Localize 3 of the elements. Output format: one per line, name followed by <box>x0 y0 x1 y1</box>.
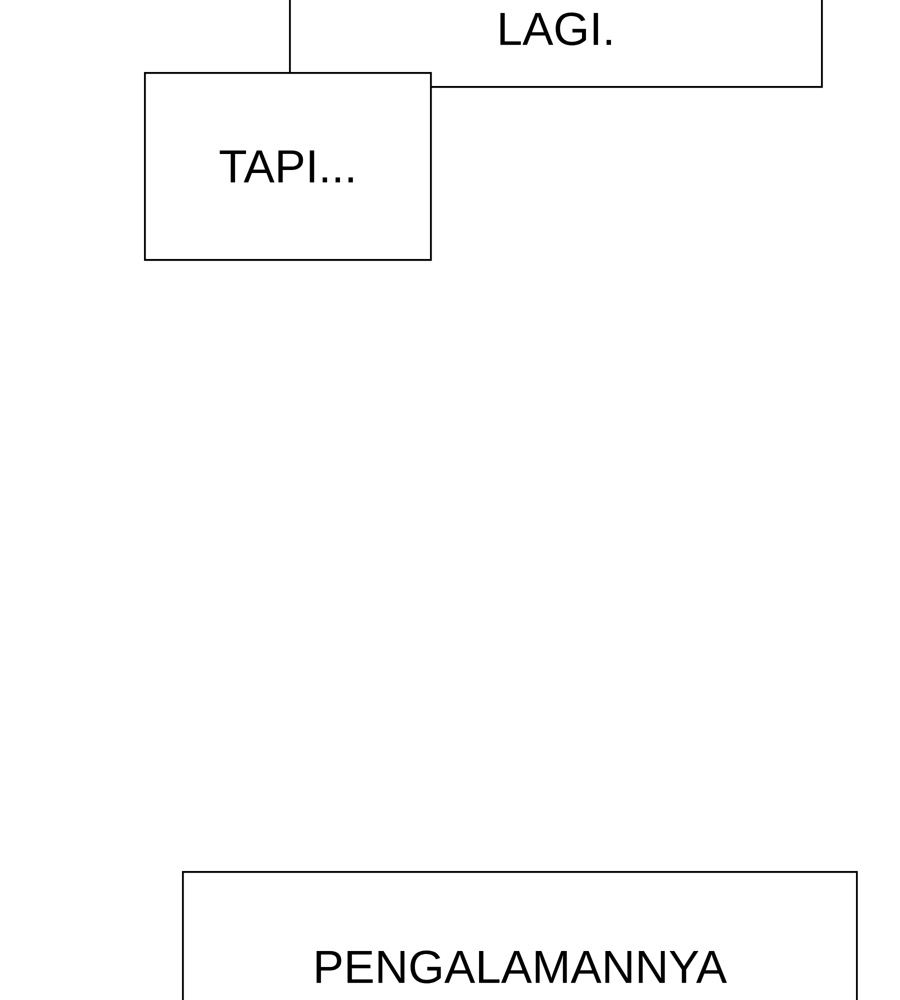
caption-box: PENGALAMANNYA <box>182 871 858 1000</box>
caption-box: LAGI. <box>289 0 823 88</box>
caption-box: TAPI... <box>144 72 432 261</box>
